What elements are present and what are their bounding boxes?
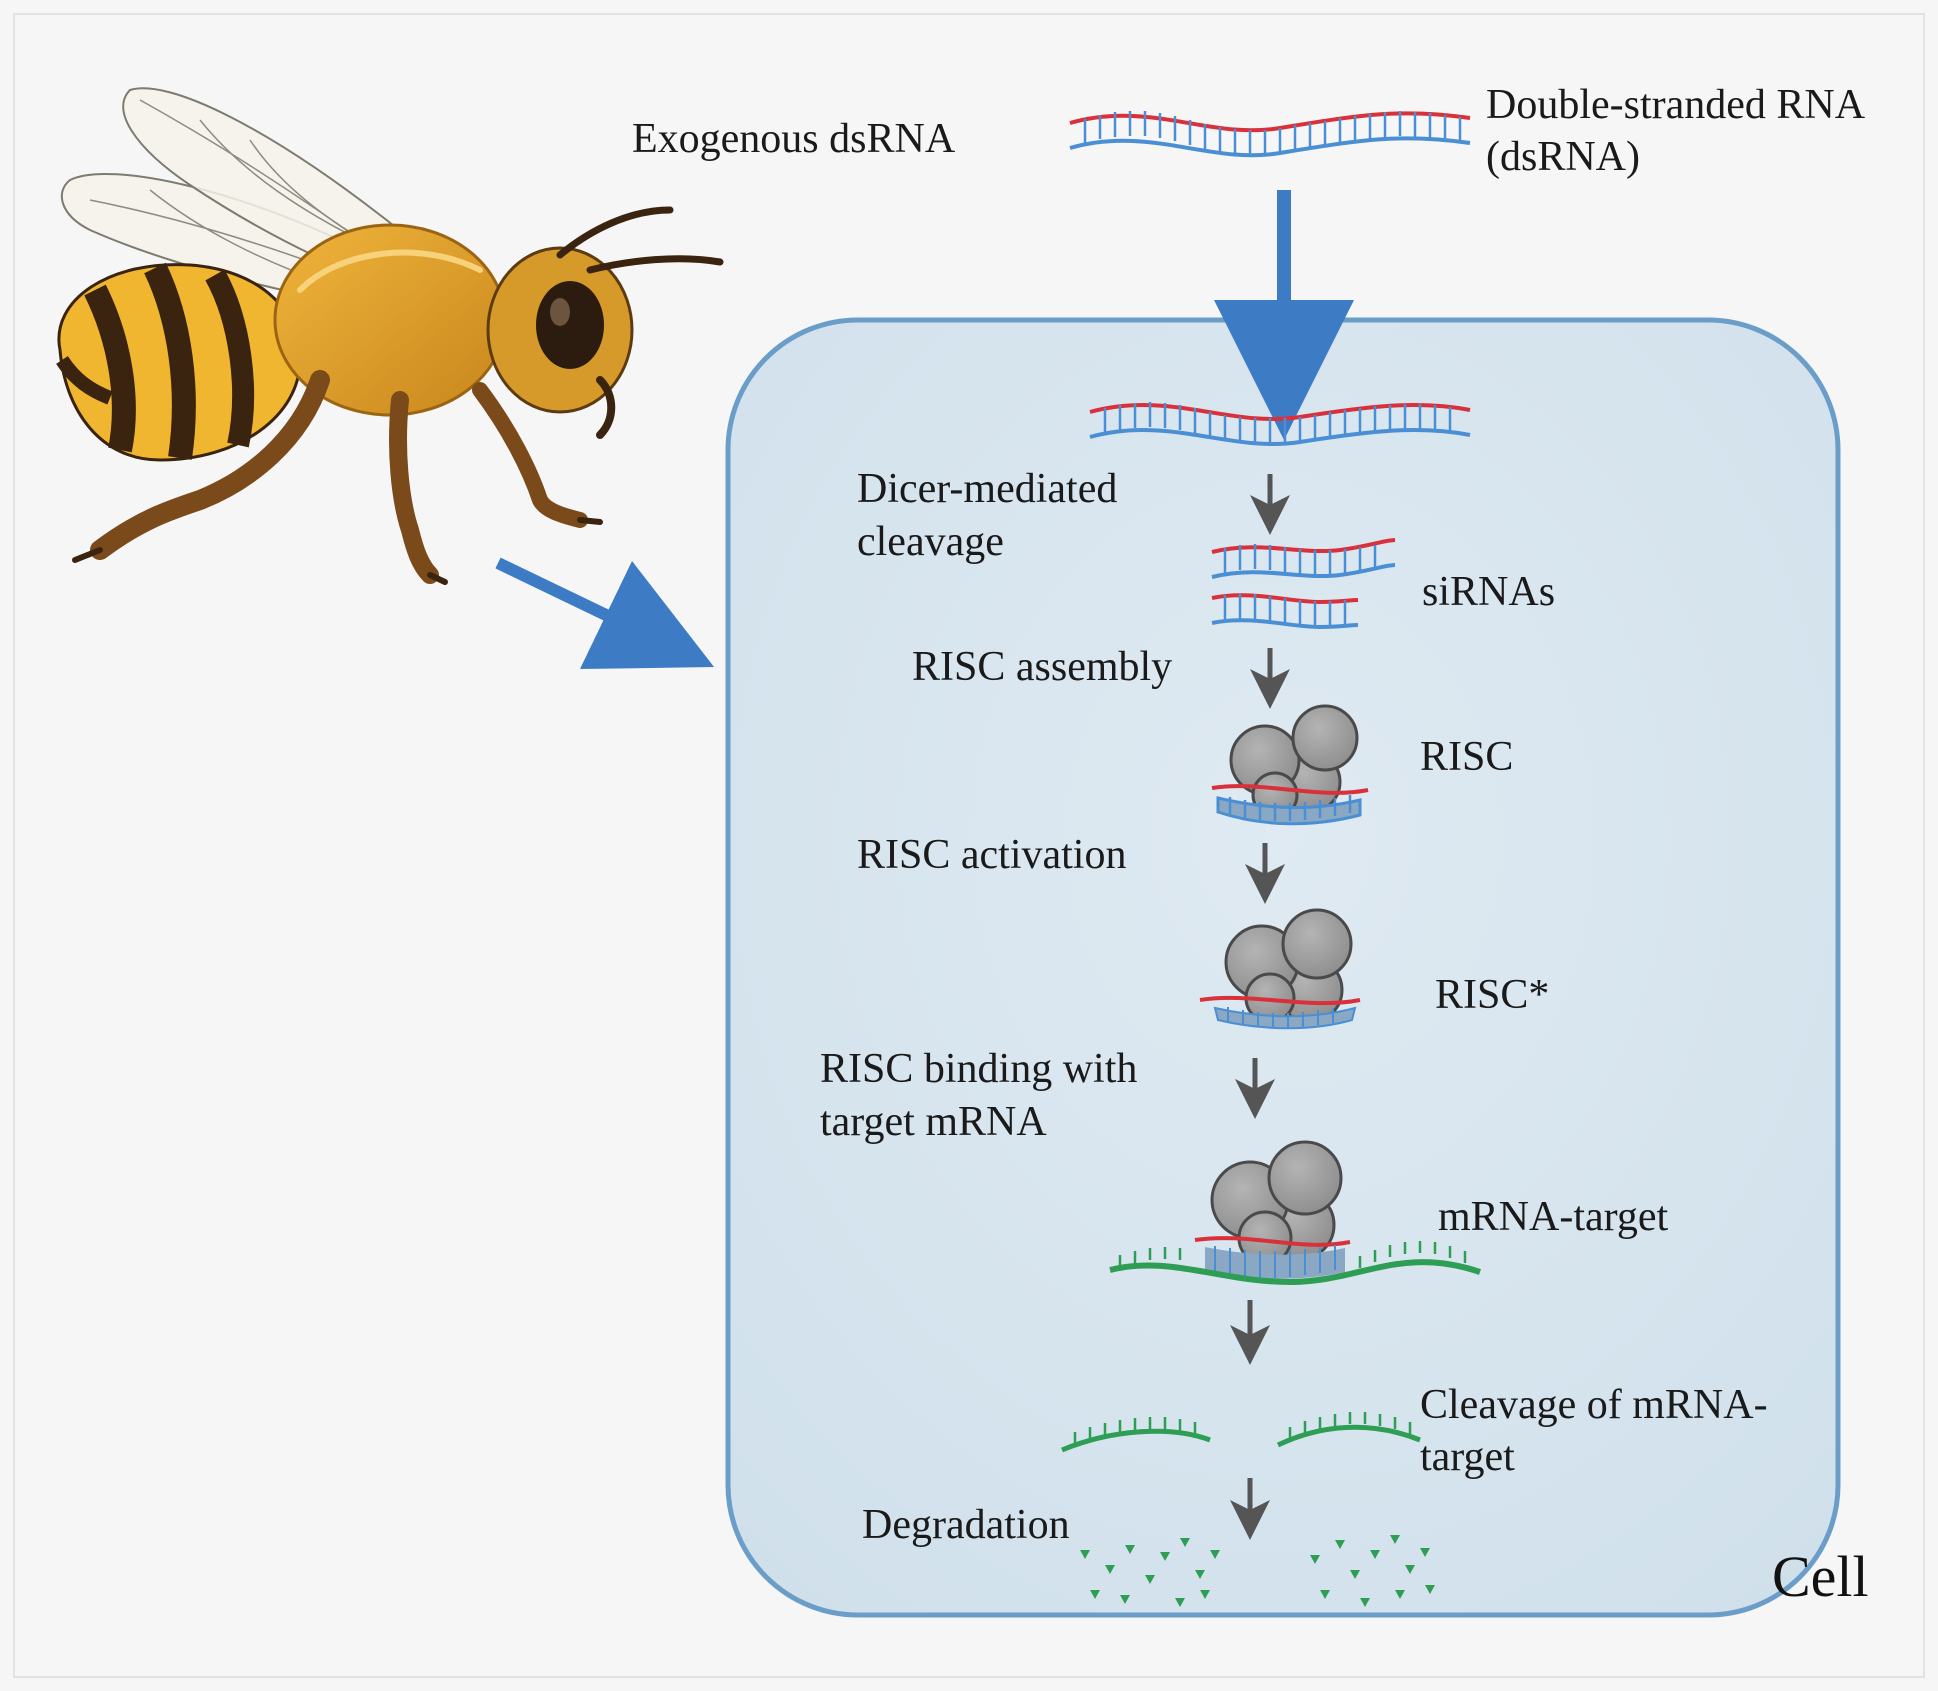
sirna-fragments (1211, 538, 1396, 630)
dicer-label-line2: cleavage (857, 519, 1004, 565)
cell-label: Cell (1772, 1544, 1869, 1609)
binding-label-line1: RISC binding with (820, 1046, 1137, 1092)
degradation-fragments (1080, 1535, 1435, 1607)
risc-complex (1211, 704, 1369, 826)
risc-bound-mrna-target (1109, 1140, 1481, 1286)
risc-label: RISC (1420, 734, 1513, 780)
risc-assembly-label: RISC assembly (912, 644, 1172, 690)
cleavage-label-line2: target (1420, 1434, 1515, 1480)
binding-label-line2: target mRNA (820, 1099, 1047, 1145)
honeybee-icon (56, 87, 724, 585)
degradation-label: Degradation (862, 1502, 1070, 1548)
risc-activation-label: RISC activation (857, 832, 1126, 878)
risc-star-label: RISC* (1435, 972, 1549, 1018)
dsrna-label-line2: (dsRNA) (1486, 134, 1640, 180)
internal-dsrna-strand (1089, 402, 1471, 447)
sirnas-label: siRNAs (1422, 569, 1555, 615)
mrna-target-label: mRNA-target (1438, 1194, 1669, 1240)
frame-border (13, 13, 1925, 1678)
dsrna-label-line1: Double-stranded RNA (1486, 82, 1866, 128)
dicer-label-line1: Dicer-mediated (857, 466, 1117, 512)
cleavage-label-line1: Cleavage of mRNA- (1420, 1382, 1768, 1428)
bee-to-cell-arrow (495, 557, 715, 670)
cleaved-mrna-fragments (1061, 1412, 1421, 1453)
exogenous-dsrna-strand (1069, 111, 1471, 158)
activated-risc-complex (1199, 908, 1361, 1030)
exogenous-dsrna-label: Exogenous dsRNA (632, 116, 956, 162)
